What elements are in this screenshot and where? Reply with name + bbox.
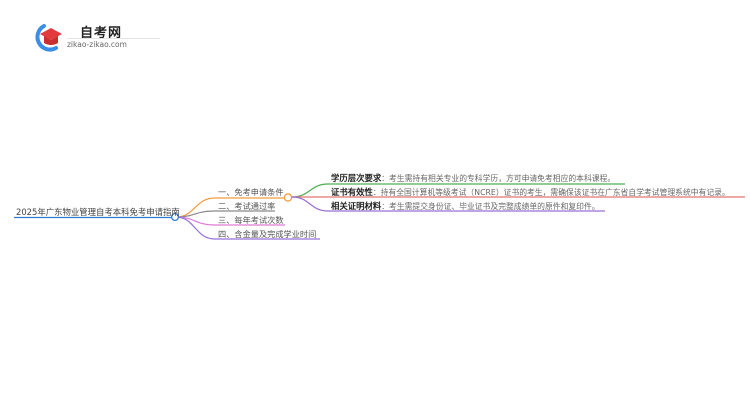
leaf-text: 考生需提交身份证、毕业证书及完整成绩单的原件和复印件。 xyxy=(389,202,600,211)
leaf-text: 考生需持有相关专业的专科学历，方可申请免考相应的本科课程。 xyxy=(389,174,616,183)
mindmap-root[interactable]: 2025年广东物业管理自考本科免考申请指南 xyxy=(16,207,180,217)
leaf-separator: ： xyxy=(381,174,390,183)
leaf-title: 相关证明材料 xyxy=(331,201,382,211)
branch-value-and-duration[interactable]: 四、含金量及完成学业时间 xyxy=(218,229,317,239)
leaf-education-requirement[interactable]: 学历层次要求：考生需持有相关专业的专科学历，方可申请免考相应的本科课程。 xyxy=(331,173,615,184)
leaf-title: 学历层次要求 xyxy=(331,173,382,183)
logo-subtitle: zikao-zikao.com xyxy=(67,40,127,49)
branch-pass-rate[interactable]: 二、考试通过率 xyxy=(218,201,276,211)
leaf-certificate-validity[interactable]: 证书有效性：持有全国计算机等级考试（NCRE）证书的考生，需确保该证书在广东省自… xyxy=(331,187,730,198)
logo-divider xyxy=(67,38,160,39)
branch-exemption-conditions[interactable]: 一、免考申请条件 xyxy=(218,187,284,197)
branch-exams-per-year[interactable]: 三、每年考试次数 xyxy=(218,215,284,225)
graduation-cap-icon xyxy=(35,24,62,52)
leaf-separator: ： xyxy=(372,188,381,197)
leaf-separator: ： xyxy=(381,202,390,211)
site-logo[interactable]: 自考网 zikao-zikao.com xyxy=(30,22,160,52)
leaf-title: 证书有效性 xyxy=(331,187,373,197)
logo-title: 自考网 xyxy=(80,26,123,41)
leaf-supporting-documents[interactable]: 相关证明材料：考生需提交身份证、毕业证书及完整成绩单的原件和复印件。 xyxy=(331,201,600,212)
leaf-text: 持有全国计算机等级考试（NCRE）证书的考生，需确保该证书在广东省自学考试管理系… xyxy=(380,188,730,197)
